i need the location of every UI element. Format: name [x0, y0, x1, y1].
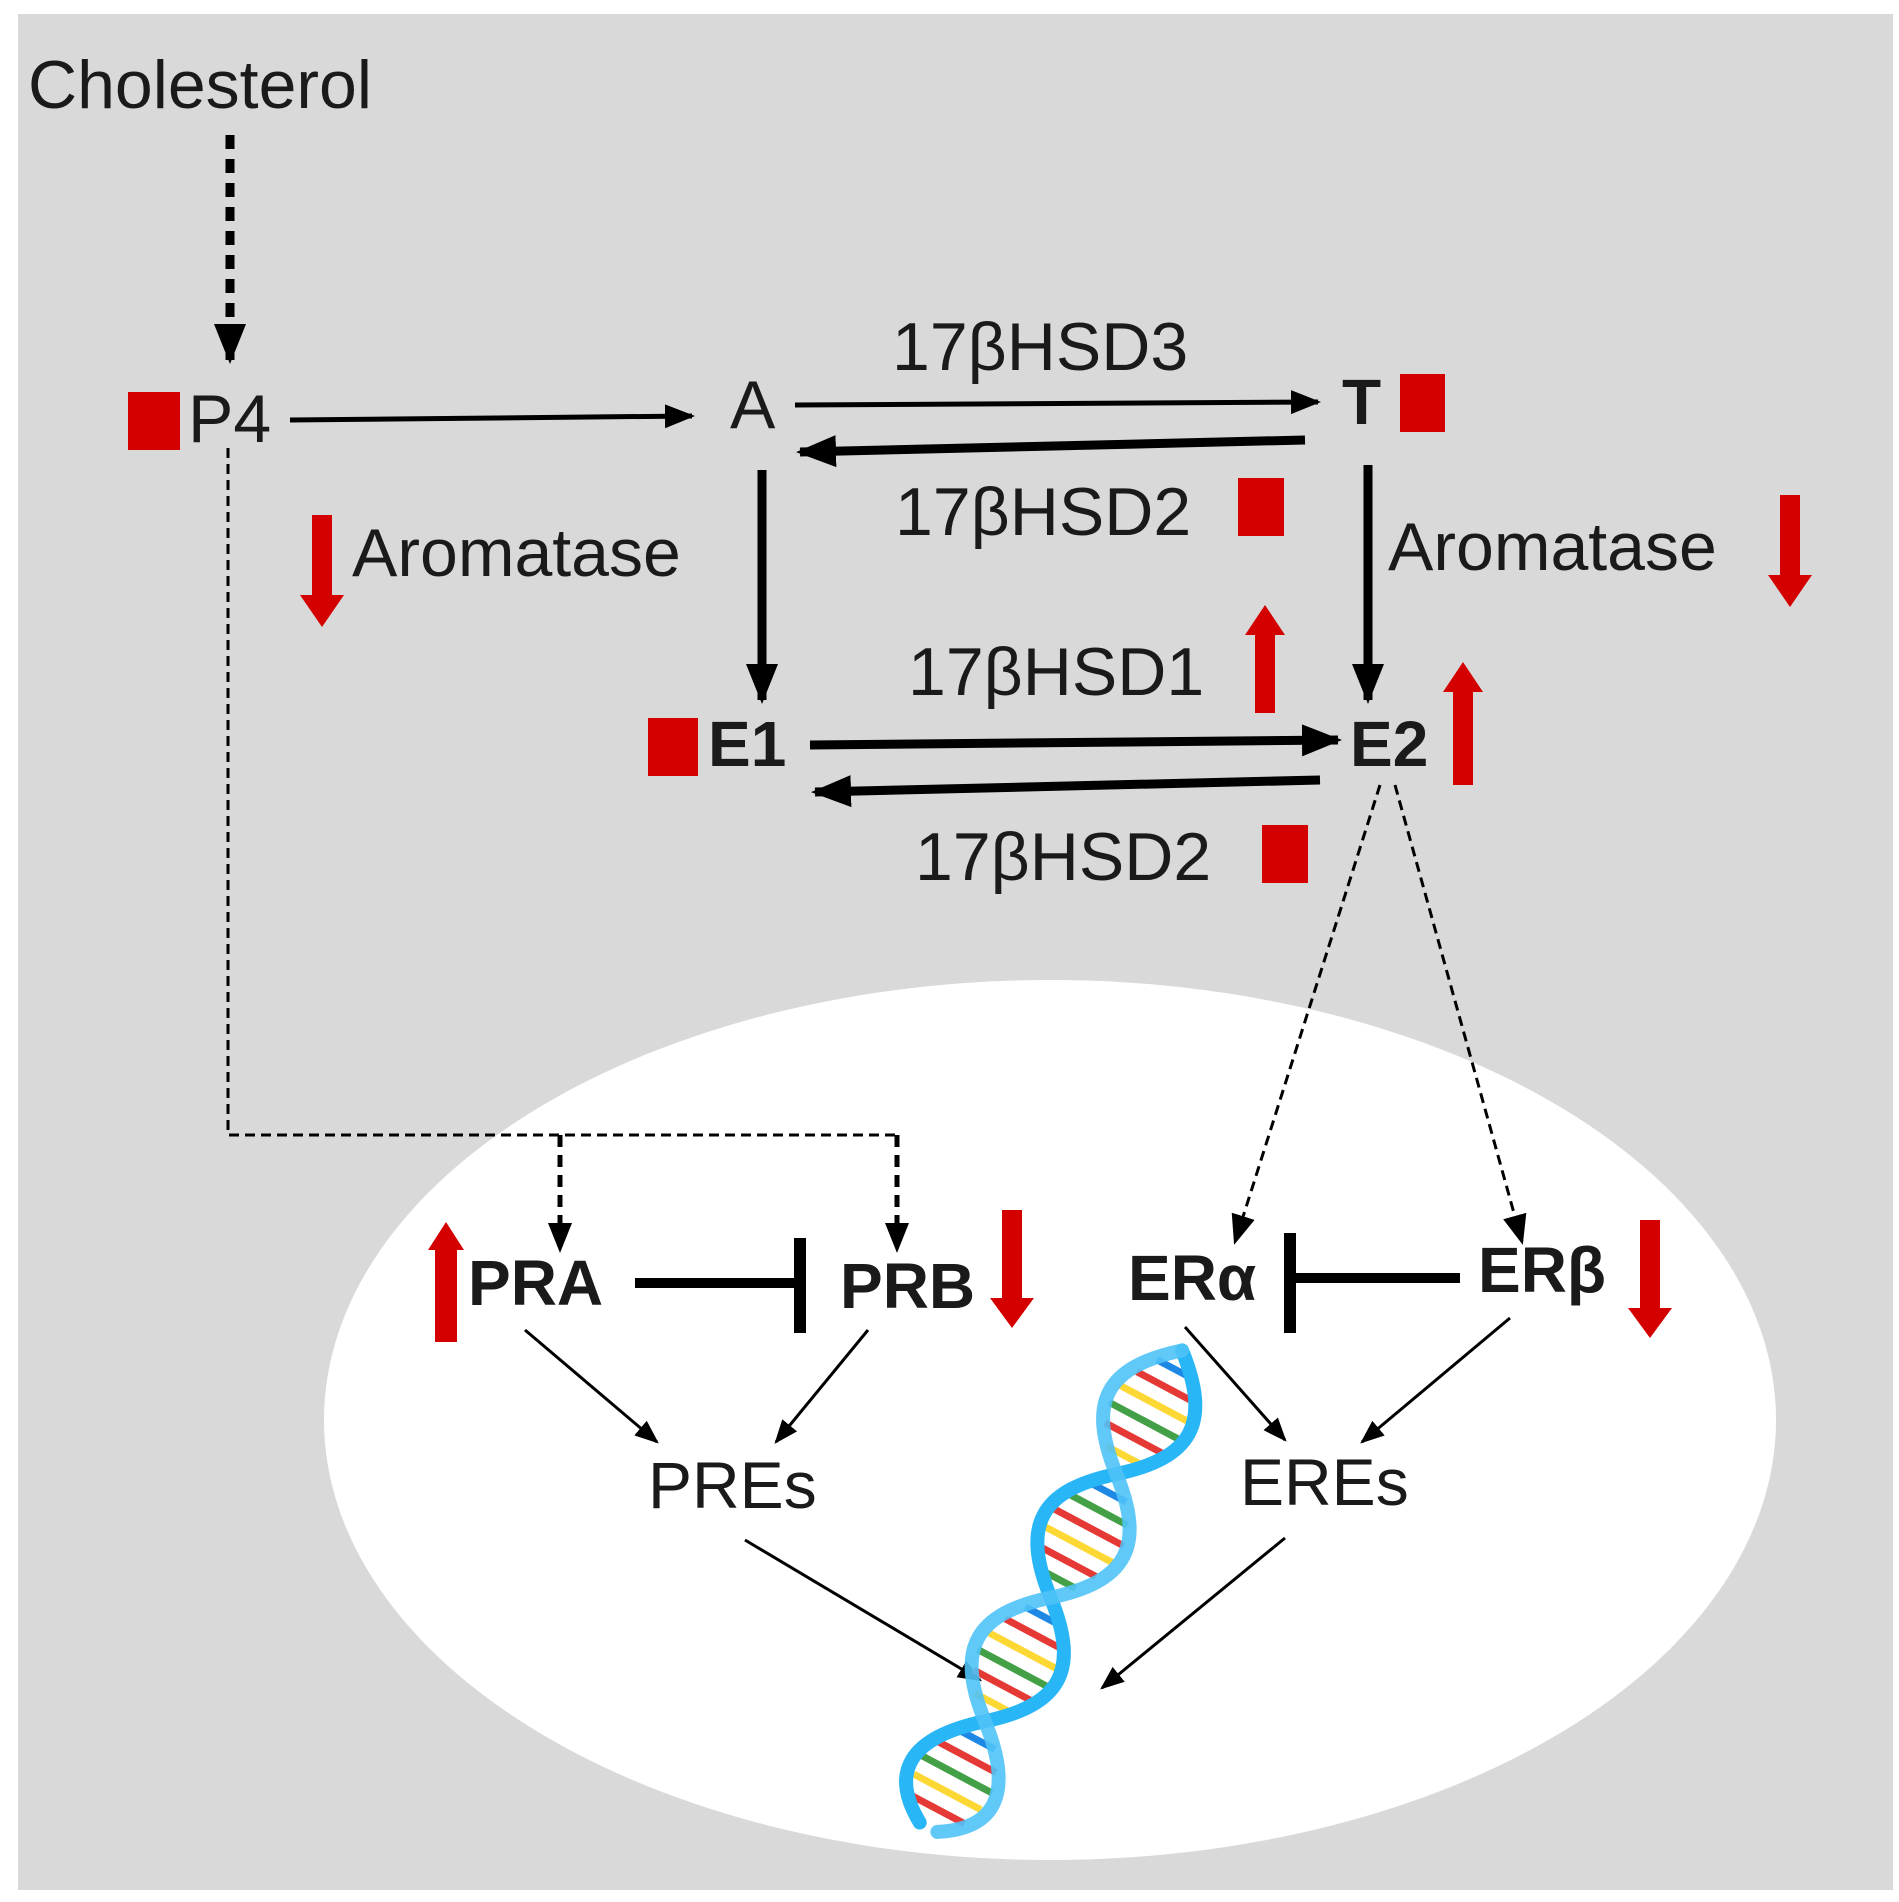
red-square-icon-t — [1400, 374, 1445, 432]
dashed-p4-to-receptors — [226, 448, 900, 1137]
red-square-icon-e1 — [648, 718, 698, 776]
pra-label: PRA — [468, 1247, 603, 1319]
arrow-a-to-t — [794, 390, 1321, 415]
arrow-e1-to-e2 — [809, 724, 1342, 757]
red-down-arrow-icon-aromatase-right — [1768, 495, 1812, 607]
p4-label: P4 — [188, 381, 271, 457]
red-up-arrow-icon-e2 — [1443, 662, 1483, 785]
erb-label: ERβ — [1478, 1234, 1606, 1306]
red-down-arrow-icon-aromatase-left — [300, 515, 344, 627]
red-square-icon-p4 — [128, 392, 180, 450]
hsd1-label: 17βHSD1 — [908, 634, 1204, 710]
e2-label: E2 — [1350, 708, 1428, 780]
red-up-arrow-icon-pra — [428, 1222, 464, 1342]
nucleus-ellipse — [324, 980, 1776, 1860]
arrow-eres-to-dna — [1100, 1536, 1286, 1690]
arrow-e2-to-e1 — [811, 775, 1321, 808]
e1-label: E1 — [708, 708, 786, 780]
arrow-p4-to-a — [289, 404, 695, 429]
arrow-prb-to-pres — [774, 1329, 870, 1444]
cholesterol-label: Cholesterol — [28, 47, 372, 123]
red-square-icon-hsd2-bottom — [1262, 825, 1308, 883]
aromatase-right-label: Aromatase — [1388, 509, 1717, 585]
aromatase-left-label: Aromatase — [352, 515, 681, 591]
a-label: A — [730, 367, 776, 443]
dna-helix-icon — [899, 1343, 1203, 1839]
red-up-arrow-icon-hsd1 — [1245, 605, 1285, 713]
hsd2-top-label: 17βHSD2 — [895, 474, 1191, 550]
era-label: ERα — [1128, 1242, 1256, 1314]
pres-label: PREs — [648, 1448, 817, 1522]
red-square-icon-hsd2-top — [1238, 478, 1284, 536]
red-down-arrow-icon-erb — [1628, 1220, 1672, 1338]
t-label: T — [1342, 366, 1381, 438]
arrow-erb-to-eres — [1360, 1316, 1511, 1444]
red-down-arrow-icon-prb — [990, 1210, 1034, 1328]
hsd2-bottom-label: 17βHSD2 — [915, 819, 1211, 895]
arrow-pres-to-dna — [744, 1538, 983, 1682]
arrow-pra-to-pres — [524, 1328, 659, 1444]
arrow-t-to-a — [796, 435, 1306, 468]
eres-label: EREs — [1240, 1445, 1409, 1519]
prb-label: PRB — [840, 1250, 975, 1322]
arrow-era-to-eres — [1183, 1326, 1287, 1442]
hsd3-label: 17βHSD3 — [892, 309, 1188, 385]
